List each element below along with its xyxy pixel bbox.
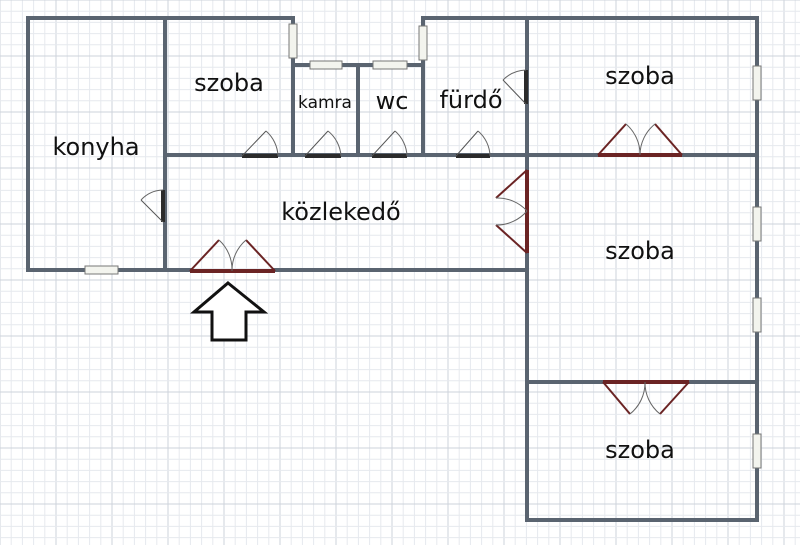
room-label-top-right-room: szoba xyxy=(605,62,675,90)
room-label-wc: wc xyxy=(376,87,409,115)
room-label-bathroom: fürdő xyxy=(439,86,502,114)
door-top-left-room xyxy=(241,130,279,158)
room-label-hallway: közlekedő xyxy=(281,198,400,226)
room-label-pantry: kamra xyxy=(298,93,352,113)
door-kamra xyxy=(304,130,342,158)
double-door-middle-room xyxy=(495,169,529,254)
window-middle-room-2 xyxy=(752,297,762,333)
room-label-top-left-room: szoba xyxy=(194,69,264,97)
window-bottom-room xyxy=(752,433,762,469)
door-wc xyxy=(371,130,408,158)
room-labels: konyha szoba kamra wc fürdő szoba közlek… xyxy=(52,62,674,464)
double-door-bottom-room xyxy=(602,380,690,415)
window-top-left-room xyxy=(288,23,298,59)
window-middle-room-1 xyxy=(752,206,762,242)
window-wc xyxy=(372,60,408,70)
room-label-kitchen: konyha xyxy=(52,133,139,161)
window-kamra xyxy=(309,60,343,70)
room-label-bottom-room: szoba xyxy=(605,436,675,464)
window-kitchen xyxy=(84,265,119,275)
entrance-arrow-icon xyxy=(189,281,269,342)
door-bathroom xyxy=(455,130,491,158)
double-doors xyxy=(189,123,690,415)
window-top-right-room xyxy=(752,65,762,101)
room-label-middle-room: szoba xyxy=(605,237,675,265)
double-door-entrance xyxy=(189,239,276,273)
door-bathroom-side xyxy=(502,69,528,105)
window-bathroom xyxy=(418,25,428,61)
double-door-top-right-room xyxy=(597,123,683,157)
doors xyxy=(140,69,528,223)
door-kitchen xyxy=(140,189,165,223)
windows xyxy=(84,23,762,469)
